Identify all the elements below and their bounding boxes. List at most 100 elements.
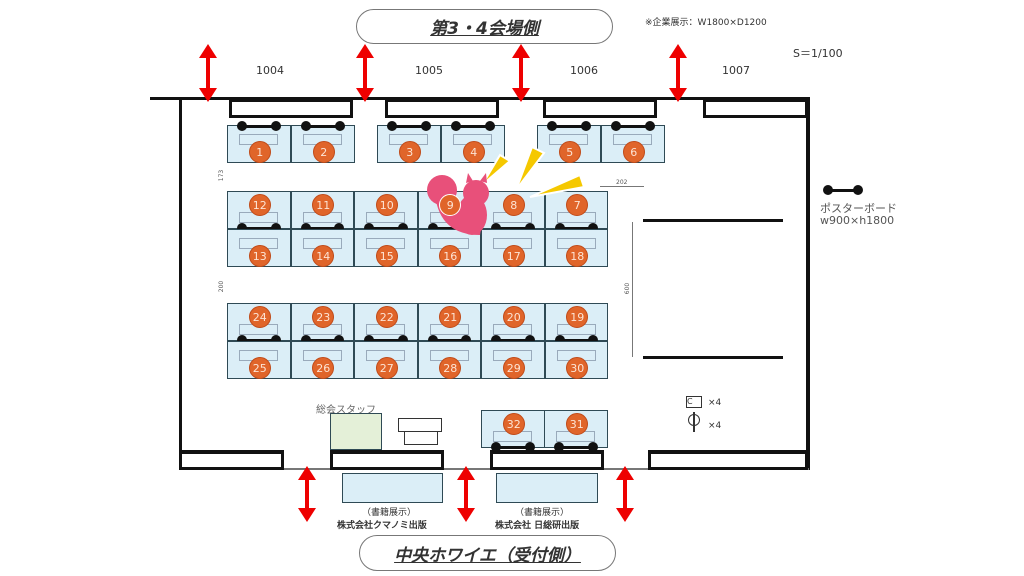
booth-number: 13 [248, 245, 271, 267]
storage-bottom-4 [648, 450, 808, 470]
poster-board [491, 442, 534, 452]
poster-board [427, 335, 471, 345]
top-venue-label: 第3・4会場側 [356, 9, 613, 44]
booth-number: 4 [462, 141, 485, 163]
dimension-line [600, 186, 644, 187]
poster-board [301, 121, 344, 131]
booth-16[interactable]: 16 [417, 229, 481, 267]
booth-number: 19 [566, 306, 589, 328]
right-wall [806, 97, 810, 470]
bottom-venue-text: 中央ホワイエ（受付側） [394, 545, 581, 566]
booth-6[interactable]: 6 [601, 121, 665, 163]
storage-bottom-2 [330, 450, 444, 470]
poster-board [554, 335, 598, 345]
booth-2[interactable]: 2 [291, 121, 355, 163]
dimension-173: 173 [218, 169, 226, 182]
room-1005: 1005 [415, 64, 443, 77]
left-wall [179, 97, 182, 469]
booth-18[interactable]: 18 [544, 229, 608, 267]
booth-number: 10 [375, 194, 398, 216]
booth-7[interactable]: 7 [544, 191, 608, 233]
booth-29[interactable]: 29 [481, 341, 545, 379]
booth-30[interactable]: 30 [544, 341, 608, 379]
poster-board [364, 335, 407, 345]
poster-board [300, 223, 344, 233]
door-arrow [616, 466, 634, 522]
booth-number: 6 [622, 141, 645, 163]
booth-23[interactable]: 23 [290, 303, 354, 345]
book-exhibit-company: 株式会社 日総研出版 [495, 521, 580, 531]
booth-1[interactable]: 1 [227, 121, 291, 163]
booth-3[interactable]: 3 [377, 121, 441, 163]
poster-board-size: w900×h1800 [820, 214, 895, 227]
booth-28[interactable]: 28 [417, 341, 481, 379]
stand-icon [688, 412, 700, 432]
booth-13[interactable]: 13 [227, 229, 291, 267]
booth-number: 11 [312, 194, 335, 216]
booth-17[interactable]: 17 [481, 229, 545, 267]
desk-chairs [404, 432, 438, 445]
booth-number: 8 [502, 194, 525, 216]
booth-14[interactable]: 14 [290, 229, 354, 267]
storage-bottom-3 [490, 450, 604, 470]
storage-top-3 [543, 98, 657, 118]
booth-22[interactable]: 22 [354, 303, 418, 345]
chair-icon: C [686, 396, 702, 408]
booth-26[interactable]: 26 [290, 341, 354, 379]
poster-board [611, 121, 654, 131]
storage-top-1 [229, 98, 353, 118]
booth-number: 26 [312, 357, 335, 379]
storage-top-4 [703, 98, 808, 118]
poster-board [237, 121, 280, 131]
partition [643, 219, 783, 222]
book-exhibit-booth [342, 473, 443, 503]
booth-number: 25 [248, 357, 271, 379]
poster-board [491, 335, 534, 345]
chair-count: ×4 [708, 398, 722, 408]
scale-label: S＝1/100 [793, 47, 843, 60]
booth-25[interactable]: 25 [227, 341, 291, 379]
door-arrow [199, 44, 217, 102]
booth-number: 28 [439, 357, 462, 379]
poster-board [491, 223, 534, 233]
top-venue-text: 第3・4会場側 [430, 19, 539, 39]
poster-board [554, 442, 597, 452]
booth-number: 22 [375, 306, 398, 328]
booth-8[interactable]: 8 [481, 191, 545, 233]
booth-5[interactable]: 5 [537, 121, 601, 163]
booth-10[interactable]: 10 [354, 191, 418, 233]
booth-number: 15 [375, 245, 398, 267]
booth-number: 32 [502, 413, 525, 435]
exhibit-note: ※企業展示：W1800×D1200 [645, 18, 767, 28]
poster-board [451, 121, 494, 131]
staff-desk [330, 413, 382, 450]
door-arrow [457, 466, 475, 522]
poster-board [237, 223, 280, 233]
poster-board-icon [823, 185, 863, 195]
booth-11[interactable]: 11 [290, 191, 354, 233]
booth-number: 3 [398, 141, 421, 163]
booth-32[interactable]: 32 [481, 410, 545, 452]
book-exhibit-type: （書籍展示） [515, 508, 570, 518]
booth-21[interactable]: 21 [417, 303, 481, 345]
booth-15[interactable]: 15 [354, 229, 418, 267]
dimension-200: 200 [218, 280, 226, 293]
staff-label: 総会スタッフ [316, 405, 376, 416]
booth-4[interactable]: 4 [441, 121, 505, 163]
room-1006: 1006 [570, 64, 598, 77]
booth-number: 14 [312, 245, 335, 267]
booth-number: 17 [502, 245, 525, 267]
booth-19[interactable]: 19 [544, 303, 608, 345]
stand-count: ×4 [708, 421, 722, 431]
poster-board [300, 335, 344, 345]
booth-20[interactable]: 20 [481, 303, 545, 345]
booth-12[interactable]: 12 [227, 191, 291, 233]
desk [398, 418, 442, 432]
storage-bottom-1 [179, 450, 284, 470]
booth-27[interactable]: 27 [354, 341, 418, 379]
booth-number: 9 [439, 194, 462, 216]
booth-31[interactable]: 31 [544, 410, 608, 452]
room-1004: 1004 [256, 64, 284, 77]
booth-24[interactable]: 24 [227, 303, 291, 345]
